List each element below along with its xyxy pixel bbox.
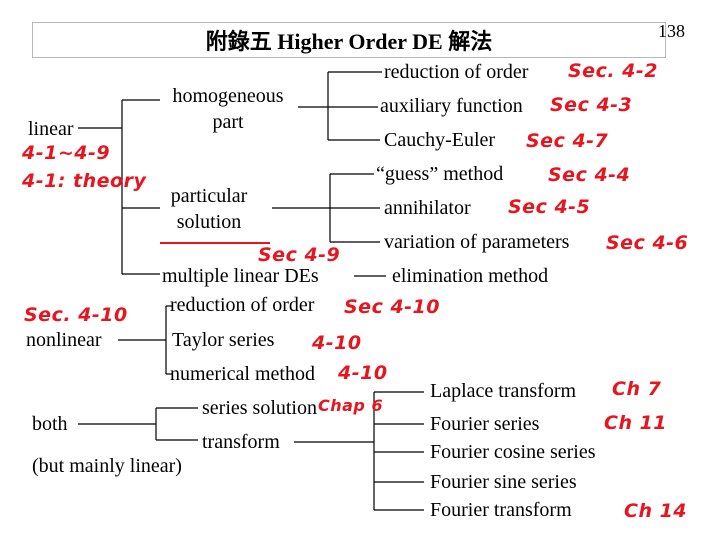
annotation-sec-4-2: Sec. 4-2 <box>568 60 658 82</box>
series-solution: series solution <box>202 397 317 419</box>
transform-fourier-sine: Fourier sine series <box>430 471 577 493</box>
nonlinear-taylor-series: Taylor series <box>172 329 275 351</box>
annotation-sec-4-4: Sec 4-4 <box>548 164 631 186</box>
annotation-linear-sections: 4-1~4-9 <box>22 142 111 164</box>
category-linear: linear <box>28 118 74 140</box>
transform-label: transform <box>202 431 280 453</box>
page-title: 附錄五 Higher Order DE 解法 <box>205 29 493 54</box>
annotation-sec-4-5: Sec 4-5 <box>508 196 591 218</box>
page-number: 138 <box>658 21 685 41</box>
annotation-sec-4-6: Sec 4-6 <box>606 232 689 254</box>
nonlinear-numerical-method: numerical method <box>170 363 315 385</box>
annotation-sec-4-7: Sec 4-7 <box>526 130 609 152</box>
method-annihilator: annihilator <box>384 197 471 219</box>
annotation-taylor-4-10: 4-10 <box>312 332 362 354</box>
method-reduction-of-order: reduction of order <box>384 61 529 83</box>
annotation-chap-6: Chap 6 <box>318 396 384 415</box>
annotation-sec-4-3: Sec 4-3 <box>550 94 633 116</box>
multiple-linear-des: multiple linear DEs <box>162 265 319 287</box>
annotation-linear-theory: 4-1: theory <box>22 170 147 192</box>
homogeneous-label: homogeneous <box>172 85 284 107</box>
annotation-ch-14: Ch 14 <box>624 500 688 522</box>
category-both-note: (but mainly linear) <box>32 455 182 477</box>
annotation-ch-11: Ch 11 <box>604 412 668 434</box>
annotation-ch-7: Ch 7 <box>612 378 662 400</box>
transform-fourier-series: Fourier series <box>430 413 540 435</box>
category-nonlinear: nonlinear <box>26 329 102 351</box>
method-auxiliary-function: auxiliary function <box>380 95 523 117</box>
category-both: both <box>32 413 68 435</box>
transform-fourier-cosine: Fourier cosine series <box>430 441 596 463</box>
annotation-numerical-4-10: 4-10 <box>338 362 388 384</box>
homogeneous-label-2: part <box>212 111 244 133</box>
particular-label-2: solution <box>176 211 242 233</box>
transform-laplace: Laplace transform <box>430 380 577 402</box>
particular-label: particular <box>170 185 248 207</box>
method-elimination: elimination method <box>392 265 549 287</box>
annotation-sec-4-9: Sec 4-9 <box>258 244 341 266</box>
method-variation-of-parameters: variation of parameters <box>384 231 570 253</box>
annotation-nonlinear-sec-4-10: Sec. 4-10 <box>24 304 128 326</box>
method-guess: “guess” method <box>376 163 504 185</box>
method-cauchy-euler: Cauchy-Euler <box>384 129 496 151</box>
transform-fourier-transform: Fourier transform <box>430 499 572 521</box>
annotation-reduction-sec-4-10: Sec 4-10 <box>344 296 440 318</box>
nonlinear-reduction-of-order: reduction of order <box>170 294 315 316</box>
title-box: 附錄五 Higher Order DE 解法 <box>32 22 666 58</box>
